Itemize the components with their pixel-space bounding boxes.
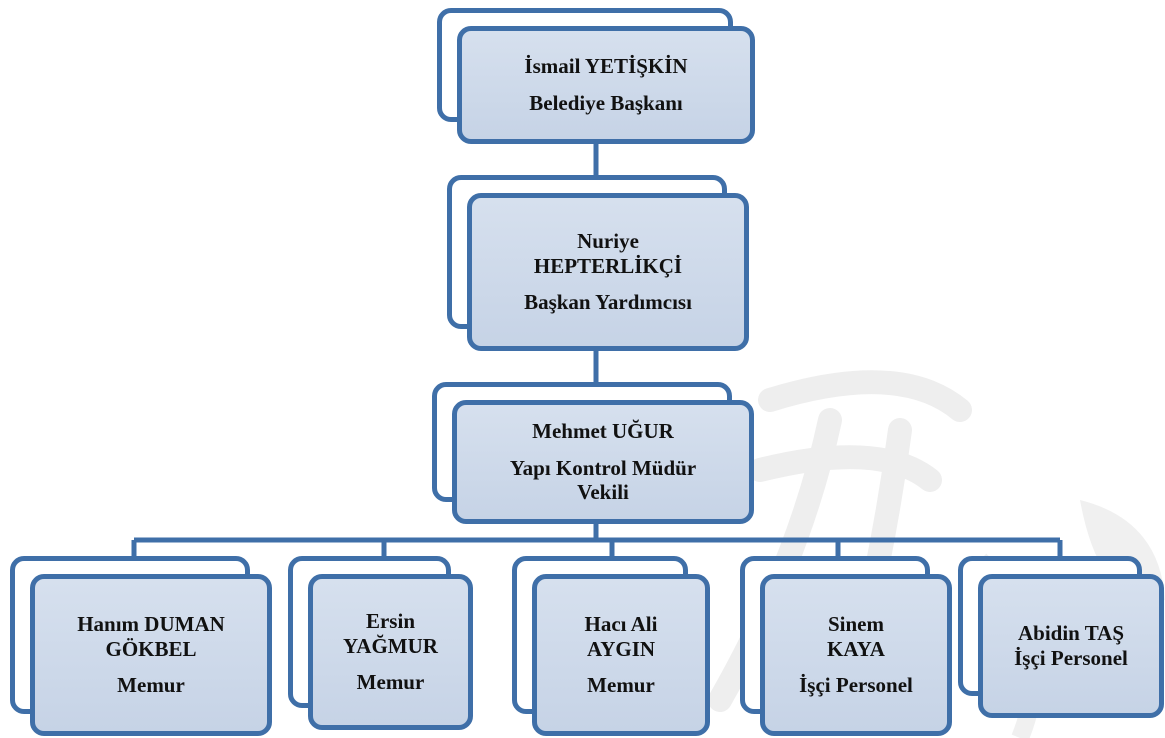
deputy-title: Başkan Yardımcısı [524,290,692,315]
deputy-name-line1: Nuriye [577,228,639,253]
deputy-name-line2: HEPTERLİKÇİ [533,253,683,278]
staff-1-name-line2: GÖKBEL [105,636,197,661]
staff-3-name-line2: AYGIN [586,636,656,661]
node-staff-2: Ersin YAĞMUR Memur [288,556,473,730]
staff-4-name-line2: KAYA [827,636,885,661]
node-deputy: Nuriye HEPTERLİKÇİ Başkan Yardımcısı [447,175,749,351]
staff-1-title: Memur [117,673,185,698]
staff-3-name-line1: Hacı Ali [584,611,658,636]
staff-2-name-line1: Ersin [365,608,415,633]
node-staff-3: Hacı Ali AYGIN Memur [512,556,710,736]
staff-4-title: İşçi Personel [799,673,913,698]
node-staff-4: Sinem KAYA İşçi Personel [740,556,952,736]
staff-2-title: Memur [356,670,425,695]
director-title-line1: Yapı Kontrol Müdür [509,455,697,480]
node-director: Mehmet UĞUR Yapı Kontrol Müdür Vekili [432,382,754,524]
director-name: Mehmet UĞUR [532,418,674,443]
staff-1-name-line1: Hanım DUMAN [77,611,225,636]
director-title-line2: Vekili [577,480,629,505]
node-staff-5: Abidin TAŞ İşçi Personel [958,556,1164,718]
staff-2-name-line2: YAĞMUR [343,633,438,658]
staff-4-name-line1: Sinem [827,611,884,636]
staff-5-title: İşçi Personel [1014,646,1128,670]
mayor-title: Belediye Başkanı [529,91,683,115]
mayor-name: İsmail YETİŞKİN [524,54,688,79]
staff-3-title: Memur [587,673,655,698]
staff-5-name: Abidin TAŞ [1017,621,1125,646]
node-staff-1: Hanım DUMAN GÖKBEL Memur [10,556,272,736]
node-mayor: İsmail YETİŞKİN Belediye Başkanı [437,8,755,144]
